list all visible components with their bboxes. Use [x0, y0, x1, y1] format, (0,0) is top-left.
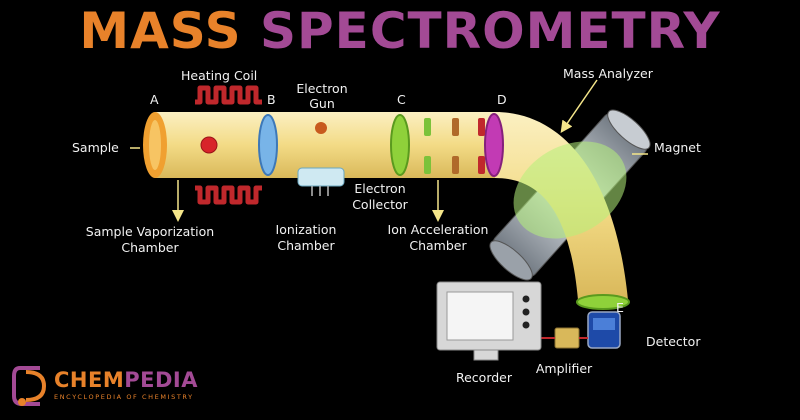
label-ion-acceleration-2: Chamber — [409, 238, 467, 253]
label-sample-vaporization-1: Sample Vaporization — [86, 224, 214, 239]
page-title: MASS SPECTROMETRY — [0, 2, 800, 60]
logo-part-chem: CHEM — [54, 368, 125, 392]
sample-particle — [200, 136, 218, 154]
amplifier-unit — [554, 327, 580, 349]
ring-d — [484, 113, 504, 177]
pointer-arrows — [130, 79, 648, 222]
label-sample: Sample — [72, 140, 119, 155]
label-magnet: Magnet — [654, 140, 701, 155]
label-detector: Detector — [646, 334, 701, 349]
label-ion-acceleration-1: Ion Acceleration — [388, 222, 489, 237]
label-recorder: Recorder — [456, 370, 513, 385]
recorder-knob-2 — [522, 308, 530, 316]
heating-coil-bottom — [195, 185, 262, 205]
point-label-a: A — [150, 92, 159, 107]
chempedia-logo-mark — [12, 366, 47, 406]
label-mass-analyzer: Mass Analyzer — [563, 66, 654, 81]
recorder-knob-3 — [522, 321, 530, 329]
label-amplifier: Amplifier — [536, 361, 593, 376]
ring-b — [258, 114, 278, 176]
label-sample-vaporization-2: Chamber — [121, 240, 179, 255]
ring-a-inner — [149, 120, 161, 170]
magnet-field-glow — [513, 141, 627, 239]
recorder-screen — [446, 291, 514, 341]
detector-window — [593, 318, 615, 330]
acceleration-plates — [424, 118, 485, 174]
recorder-knob-1 — [522, 295, 530, 303]
point-label-e: E — [616, 300, 624, 315]
heating-coil-top — [195, 85, 262, 105]
logo-wordmark: CHEMPEDIA — [54, 368, 198, 392]
label-electron-gun-2: Gun — [309, 96, 335, 111]
logo-part-pedia: PEDIA — [124, 368, 198, 392]
chempedia-logo: CHEMPEDIA ENCYCLOPEDIA OF CHEMISTRY — [10, 362, 240, 412]
electron-collector-plate — [297, 167, 345, 187]
recorder-stand — [473, 349, 499, 361]
point-label-d: D — [497, 92, 507, 107]
collector-leads — [311, 186, 329, 196]
label-ionization-2: Chamber — [277, 238, 335, 253]
electron-gun-icon — [315, 122, 327, 134]
point-label-c: C — [397, 92, 406, 107]
label-electron-gun-1: Electron — [296, 81, 347, 96]
title-word-mass: MASS — [79, 2, 242, 60]
label-electron-collector-2: Collector — [352, 197, 408, 212]
ring-e — [576, 294, 630, 310]
label-ionization-1: Ionization — [276, 222, 337, 237]
ring-c — [390, 114, 410, 176]
logo-tagline: ENCYCLOPEDIA OF CHEMISTRY — [54, 393, 194, 401]
label-electron-collector-1: Electron — [354, 181, 405, 196]
title-word-spectrometry: SPECTROMETRY — [260, 2, 721, 60]
label-heating-coil: Heating Coil — [181, 68, 257, 83]
point-label-b: B — [267, 92, 276, 107]
